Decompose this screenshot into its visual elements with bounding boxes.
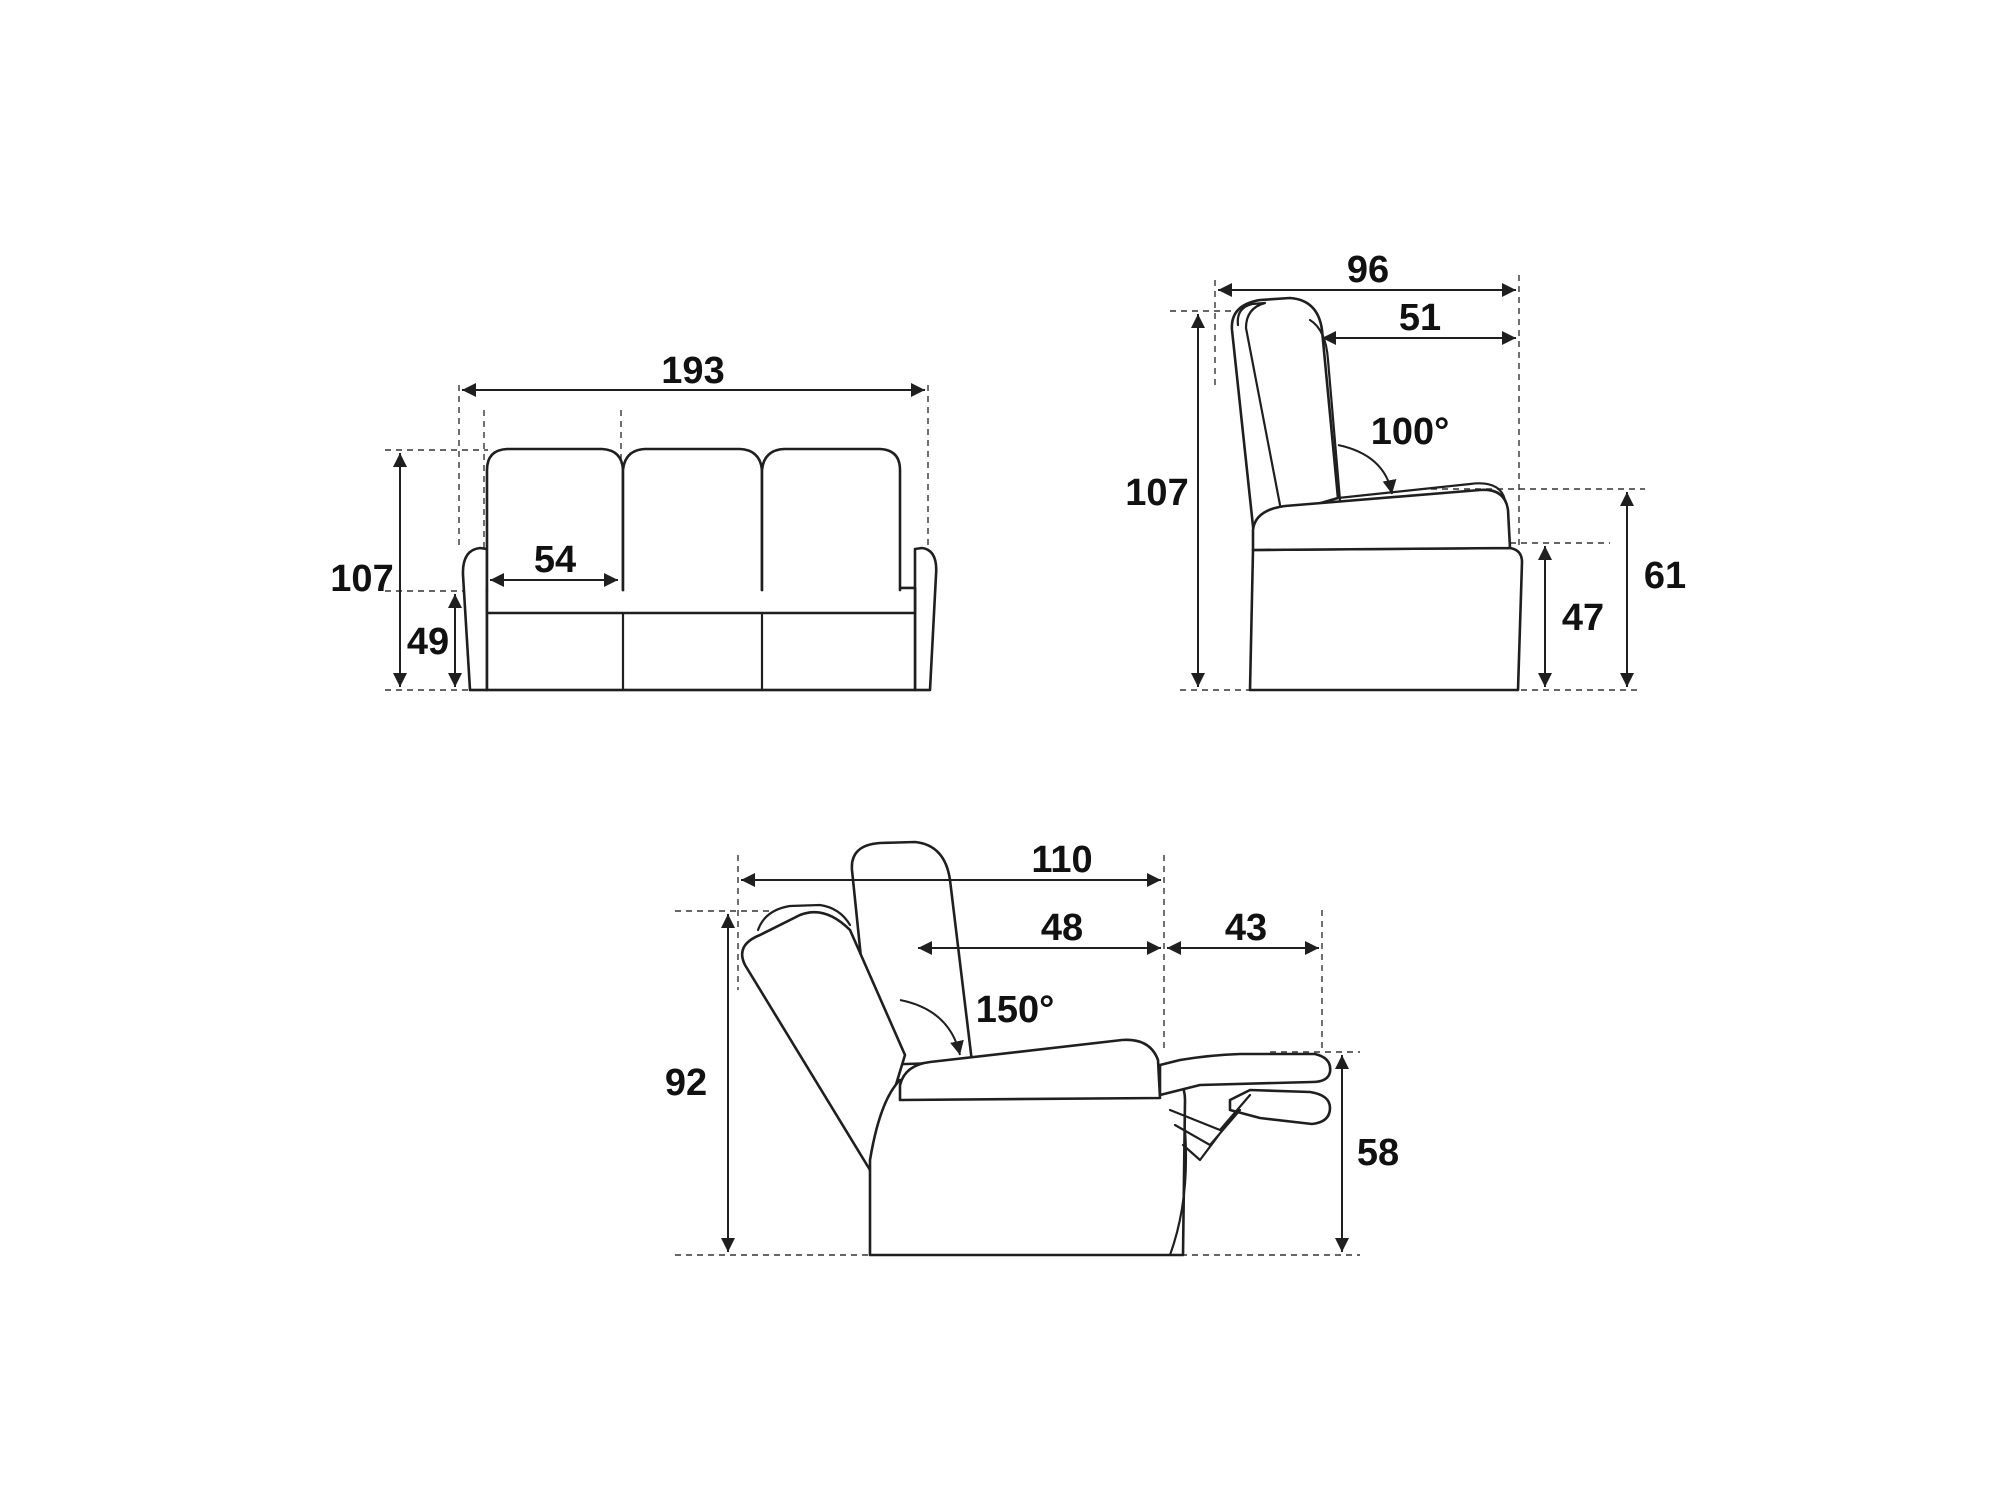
reclined-footrest-lower: [1228, 1088, 1332, 1126]
side-height-label: 107: [1125, 472, 1188, 514]
side-angle-arc: [1337, 444, 1397, 495]
reclined-depth-label: 110: [1031, 839, 1092, 881]
front-back-cushion-left: [485, 447, 625, 592]
side-base: [1248, 546, 1524, 692]
reclined-headrest: [756, 903, 852, 932]
reclined-angle-arc: [899, 999, 964, 1056]
reclined-back: [740, 910, 907, 1172]
side-seat-depth-label: 51: [1399, 297, 1441, 339]
front-view: 193 107 49 54: [330, 350, 938, 692]
reclined-linkage: [1168, 1093, 1252, 1162]
reclined-seat-depth-label: 48: [1041, 907, 1083, 949]
front-left-arm: [461, 546, 489, 692]
reclined-foot-height-label: 58: [1357, 1132, 1399, 1174]
reclined-view: 110 48 43 150° 92 58: [665, 839, 1399, 1257]
reclined-footrest: [1158, 1052, 1332, 1097]
front-right-arm: [913, 546, 938, 692]
front-width-label: 193: [661, 350, 724, 392]
front-seat-band: [485, 586, 917, 615]
front-back-cushion-right: [760, 447, 902, 592]
side-view: 96 51 100° 107 61 47: [1125, 249, 1686, 692]
side-seat-height-label: 47: [1562, 597, 1604, 639]
reclined-footrest-label: 43: [1225, 907, 1267, 949]
side-arm-top: [1336, 482, 1507, 502]
reclined-seat-cushion: [898, 1038, 1162, 1102]
reclined-base-curve: [1168, 1128, 1188, 1257]
front-back-cushion-middle: [621, 447, 764, 592]
side-depth-label: 96: [1347, 249, 1389, 291]
side-backrest-inner: [1236, 301, 1282, 507]
side-arm-height-label: 61: [1644, 555, 1686, 597]
reclined-height-label: 92: [665, 1062, 707, 1104]
side-seat-cushion: [1251, 488, 1512, 552]
reclined-angle-label: 150°: [976, 989, 1055, 1031]
front-height-label: 107: [330, 558, 393, 600]
front-seat-height-label: 49: [407, 621, 449, 663]
side-angle-label: 100°: [1371, 411, 1450, 453]
front-seat-width-label: 54: [534, 539, 576, 581]
reclined-base: [868, 1076, 1187, 1257]
